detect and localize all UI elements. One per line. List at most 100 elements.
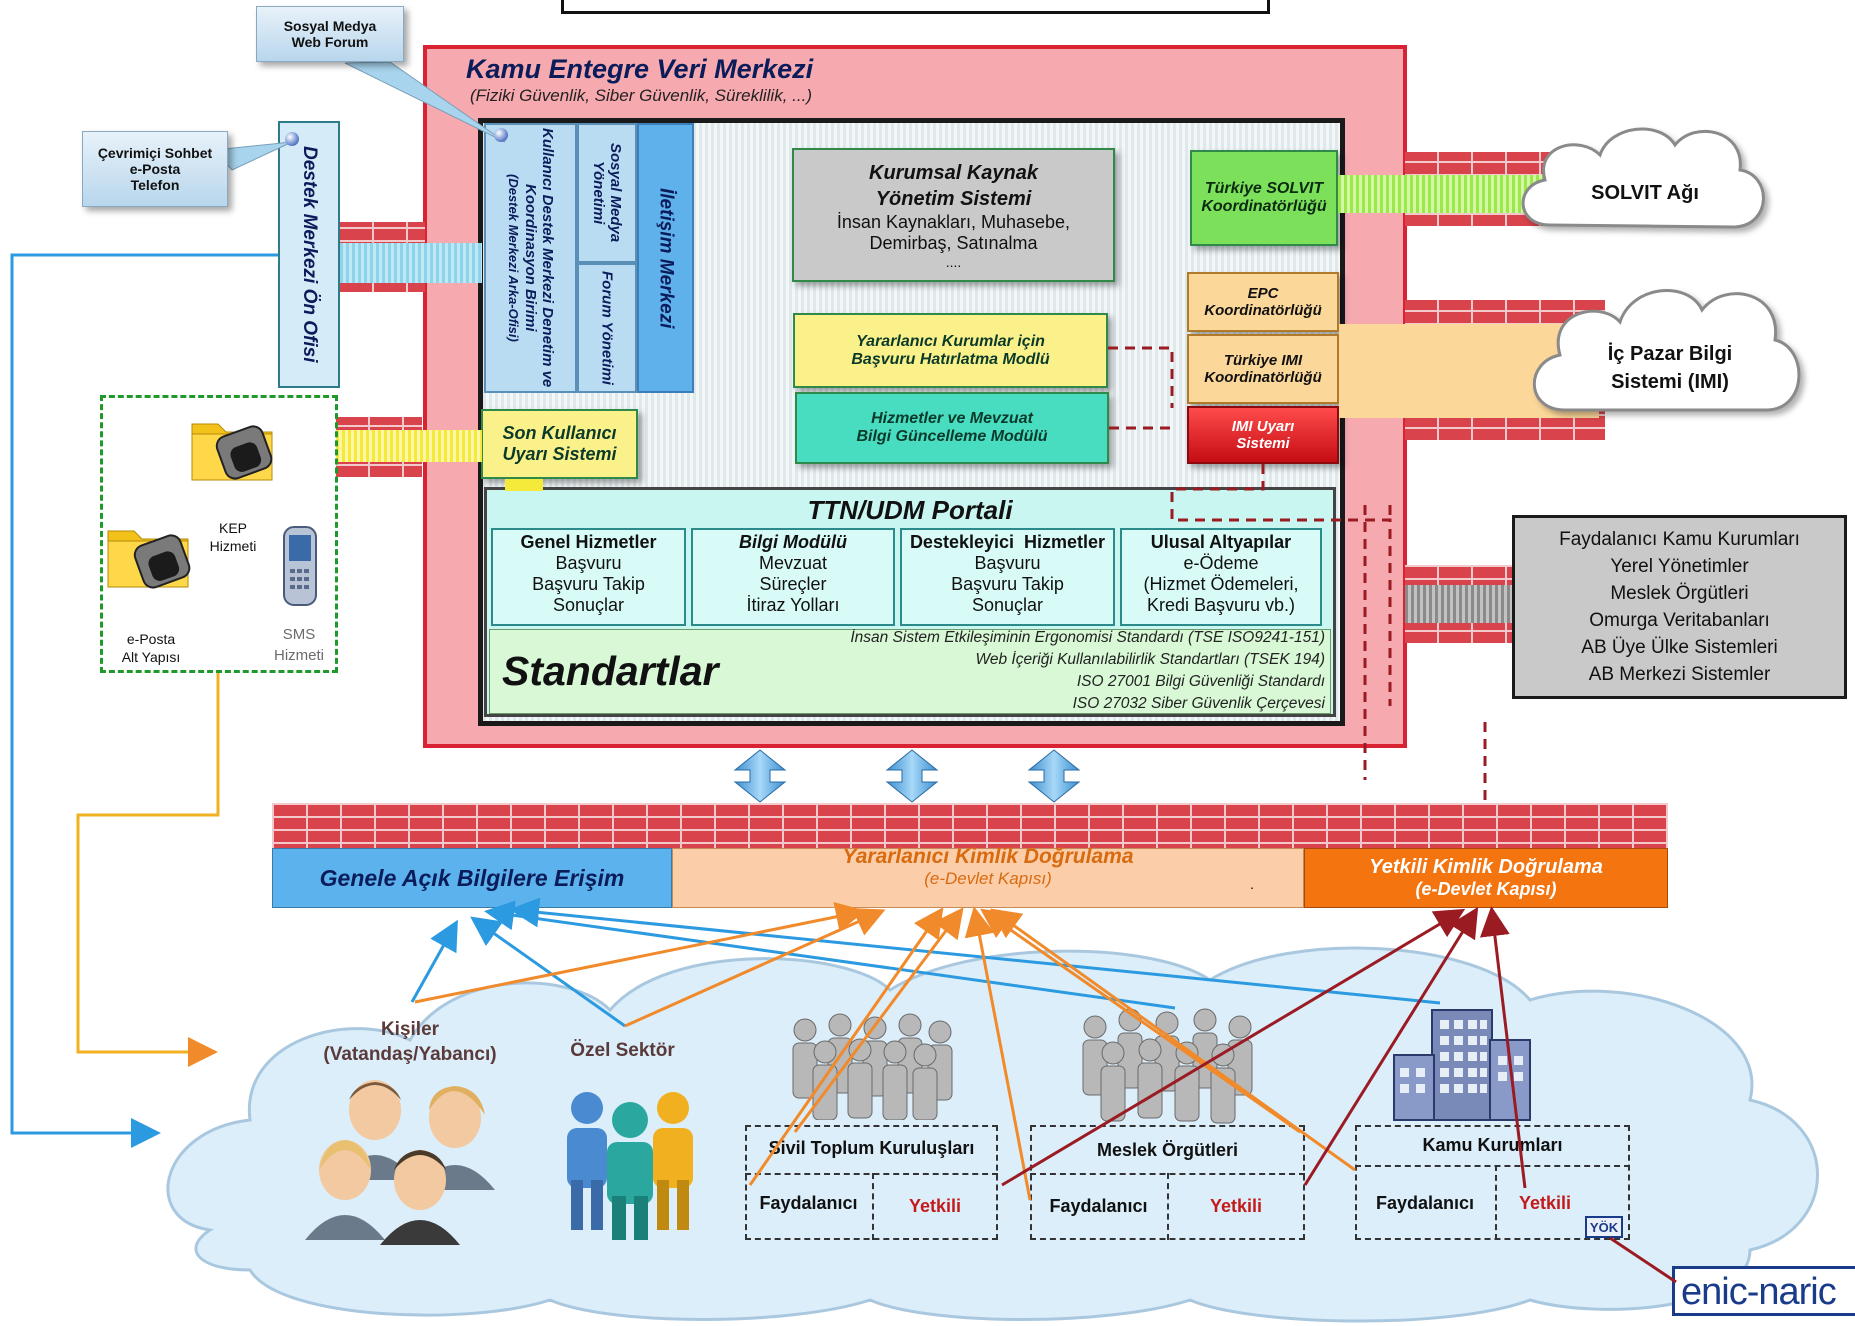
- portal-col2-title: Bilgi Modülü: [739, 532, 847, 552]
- comm-center-label: İletişim Merkezi: [655, 187, 677, 329]
- private-sector-label: Özel Sektör: [570, 1040, 675, 1061]
- portal-title: TTN/UDM Portali: [807, 495, 1013, 525]
- front-office-panel: Destek Merkezi Ön Ofisi: [278, 121, 340, 388]
- authorized-auth-title: Yetkili Kimlik Doğrulama: [1369, 856, 1603, 878]
- person-blue: [567, 1092, 607, 1230]
- imi-cloud-line1: İç Pazar Bilgi: [1607, 343, 1733, 365]
- public-access-segment[interactable]: Genele Açık Bilgilere Erişim: [272, 848, 672, 908]
- back-office-sub: (Destek Merkezi Arka-Ofisi): [506, 174, 521, 342]
- update-line1: Hizmetler ve Mevzuat: [871, 410, 1033, 427]
- authorized-auth-sub: (e-Devlet Kapısı): [1415, 879, 1557, 899]
- imi-alert-line2: Sistemi: [1236, 435, 1290, 452]
- data-center-title: Kamu Entegre Veri Merkezi: [466, 54, 814, 84]
- epc-coord-line2: Koordinatörlüğü: [1204, 302, 1322, 319]
- portal-column-2: Bilgi Modülü Mevzuat Süreçler İtiraz Yol…: [691, 528, 895, 626]
- chat-callout-line2: e-Posta: [129, 161, 181, 177]
- erp-line2: Demirbaş, Satınalma: [869, 233, 1038, 253]
- standards-title: Standartlar: [502, 648, 719, 694]
- imi-alert: IMI Uyarı Sistemi: [1187, 406, 1339, 464]
- beneficiary-item-6: AB Merkezi Sistemler: [1588, 664, 1771, 685]
- chat-callout-line3: Telefon: [130, 177, 180, 193]
- public-inst-left: Faydalanıcı: [1375, 1193, 1475, 1213]
- solvit-cloud: [1521, 127, 1765, 229]
- solvit-cloud-label: SOLVIT Ağı: [1591, 182, 1699, 204]
- beneficiary-auth-title: Yararlanıcı Kimlik Doğrulama: [842, 845, 1134, 868]
- authorized-auth-segment[interactable]: Yetkili Kimlik Doğrulama (e-Devlet Kapıs…: [1304, 848, 1668, 908]
- portal-column-3: Destekleyici Hizmetler Başvuru Başvuru T…: [900, 528, 1115, 626]
- portal-col3-item1: Başvuru: [974, 553, 1041, 573]
- epc-coord-line1: EPC: [1247, 285, 1279, 302]
- connector-beneficiaries: [1405, 585, 1513, 623]
- individuals-label: Kişiler (Vatandaş/Yabancı): [310, 1017, 510, 1067]
- professional-crowd-icon: [1082, 1008, 1253, 1124]
- portal-col2-item1: Mevzuat: [758, 553, 828, 573]
- public-inst-right: Yetkili: [1518, 1193, 1572, 1213]
- portal-col3-title: Destekleyici Hizmetler: [909, 532, 1106, 552]
- reminder-module: Yararlanıcı Kurumlar için Başvuru Hatırl…: [793, 313, 1108, 388]
- beneficiaries-box: Faydalanıcı Kamu Kurumları Yerel Yönetim…: [1512, 515, 1847, 699]
- beneficiary-item-3: Meslek Örgütleri: [1610, 583, 1749, 604]
- social-media-mgmt-panel: Sosyal Medya Yönetimi: [577, 123, 637, 263]
- portal-col3-item2: Başvuru Takip: [951, 574, 1064, 594]
- ngo-divider-v: [872, 1173, 874, 1240]
- imi-cloud-line2: Sistemi (IMI): [1611, 371, 1729, 393]
- imi-cloud: [1532, 289, 1801, 412]
- epc-coord: EPC Koordinatörlüğü: [1187, 272, 1339, 332]
- update-module: Hizmetler ve Mevzuat Bilgi Güncelleme Mo…: [795, 392, 1109, 464]
- portal-col2-item2: Süreçler: [759, 574, 827, 594]
- double-arrow-1: [733, 749, 787, 803]
- portal-col1-item2: Başvuru Takip: [532, 574, 645, 594]
- ngo-crowd-icon: [792, 1013, 953, 1120]
- double-arrow-3: [1027, 749, 1081, 803]
- solvit-coord: Türkiye SOLVIT Koordinatörlüğü: [1190, 150, 1338, 246]
- beneficiary-item-1: Faydalanıcı Kamu Kurumları: [1559, 529, 1800, 550]
- end-user-alert: Son Kullanıcı Uyarı Sistemi: [481, 409, 638, 479]
- individuals-people-icon: [305, 1080, 495, 1245]
- reminder-line1: Yararlanıcı Kurumlar için: [856, 332, 1045, 350]
- person-teal: [607, 1102, 653, 1240]
- building-icon: [1393, 1009, 1531, 1121]
- ngo-right: Yetkili: [908, 1196, 962, 1216]
- social-media-callout-line1: Sosyal Medya: [283, 18, 377, 34]
- professional-title: Meslek Örgütleri: [1096, 1140, 1239, 1160]
- person-4: [380, 1150, 460, 1245]
- beneficiary-item-2: Yerel Yönetimler: [1610, 556, 1749, 577]
- beneficiary-item-4: Omurga Veritabanları: [1589, 610, 1770, 631]
- ngo-title: Sivil Toplum Kuruluşları: [768, 1138, 975, 1158]
- globe-icon-chat: [285, 132, 299, 146]
- sms-line1: SMS: [282, 626, 316, 643]
- professional-left: Faydalanıcı: [1049, 1196, 1148, 1216]
- comm-center-panel: İletişim Merkezi: [637, 123, 694, 393]
- back-office-label: Kullanıcı Destek Merkezi Denetim ve Koor…: [522, 128, 556, 388]
- imi-cloud-label: İç Pazar Bilgi Sistemi (IMI): [1570, 340, 1770, 396]
- individuals-line1: Kişiler: [380, 1019, 440, 1040]
- erp-line3: ....: [945, 254, 962, 270]
- sms-phone-icon: [282, 525, 318, 607]
- imi-alert-line1: IMI Uyarı: [1231, 418, 1295, 435]
- professional-divider-v: [1167, 1173, 1169, 1240]
- back-office-panel: Kullanıcı Destek Merkezi Denetim ve Koor…: [484, 123, 577, 393]
- portal-col3-item3: Sonuçlar: [971, 595, 1044, 615]
- end-user-alert-line2: Uyarı Sistemi: [502, 444, 617, 464]
- public-inst-divider-h: [1355, 1165, 1630, 1167]
- social-media-mgmt-label: Sosyal Medya Yönetimi: [590, 143, 624, 243]
- public-access-label: Genele Açık Bilgilere Erişim: [319, 864, 625, 891]
- connector-left-lower: [336, 430, 482, 462]
- portal-col1-item1: Başvuru: [555, 553, 622, 573]
- erp-box: Kurumsal Kaynak Yönetim Sistemi İnsan Ka…: [792, 148, 1115, 282]
- chat-callout-line1: Çevrimiçi Sohbet: [97, 145, 213, 161]
- imi-coord-line1: Türkiye IMI: [1223, 352, 1303, 369]
- imi-coord: Türkiye IMI Koordinatörlüğü: [1187, 334, 1339, 404]
- portal-column-1: Genel Hizmetler Başvuru Başvuru Takip So…: [491, 528, 686, 626]
- chat-callout: Çevrimiçi Sohbet e-Posta Telefon: [82, 131, 228, 207]
- top-empty-box: [561, 0, 1270, 14]
- connector-left-upper: [340, 243, 482, 283]
- professional-right: Yetkili: [1209, 1196, 1263, 1216]
- bottom-firewall: [272, 803, 1668, 849]
- globe-icon-social: [494, 128, 508, 142]
- sms-line2: Hizmeti: [273, 647, 324, 664]
- beneficiary-auth-segment[interactable]: Yararlanıcı Kimlik Doğrulama (e-Devlet K…: [672, 845, 1304, 908]
- portal-col1-item3: Sonuçlar: [552, 595, 625, 615]
- sms-label: SMS Hizmeti: [264, 624, 334, 666]
